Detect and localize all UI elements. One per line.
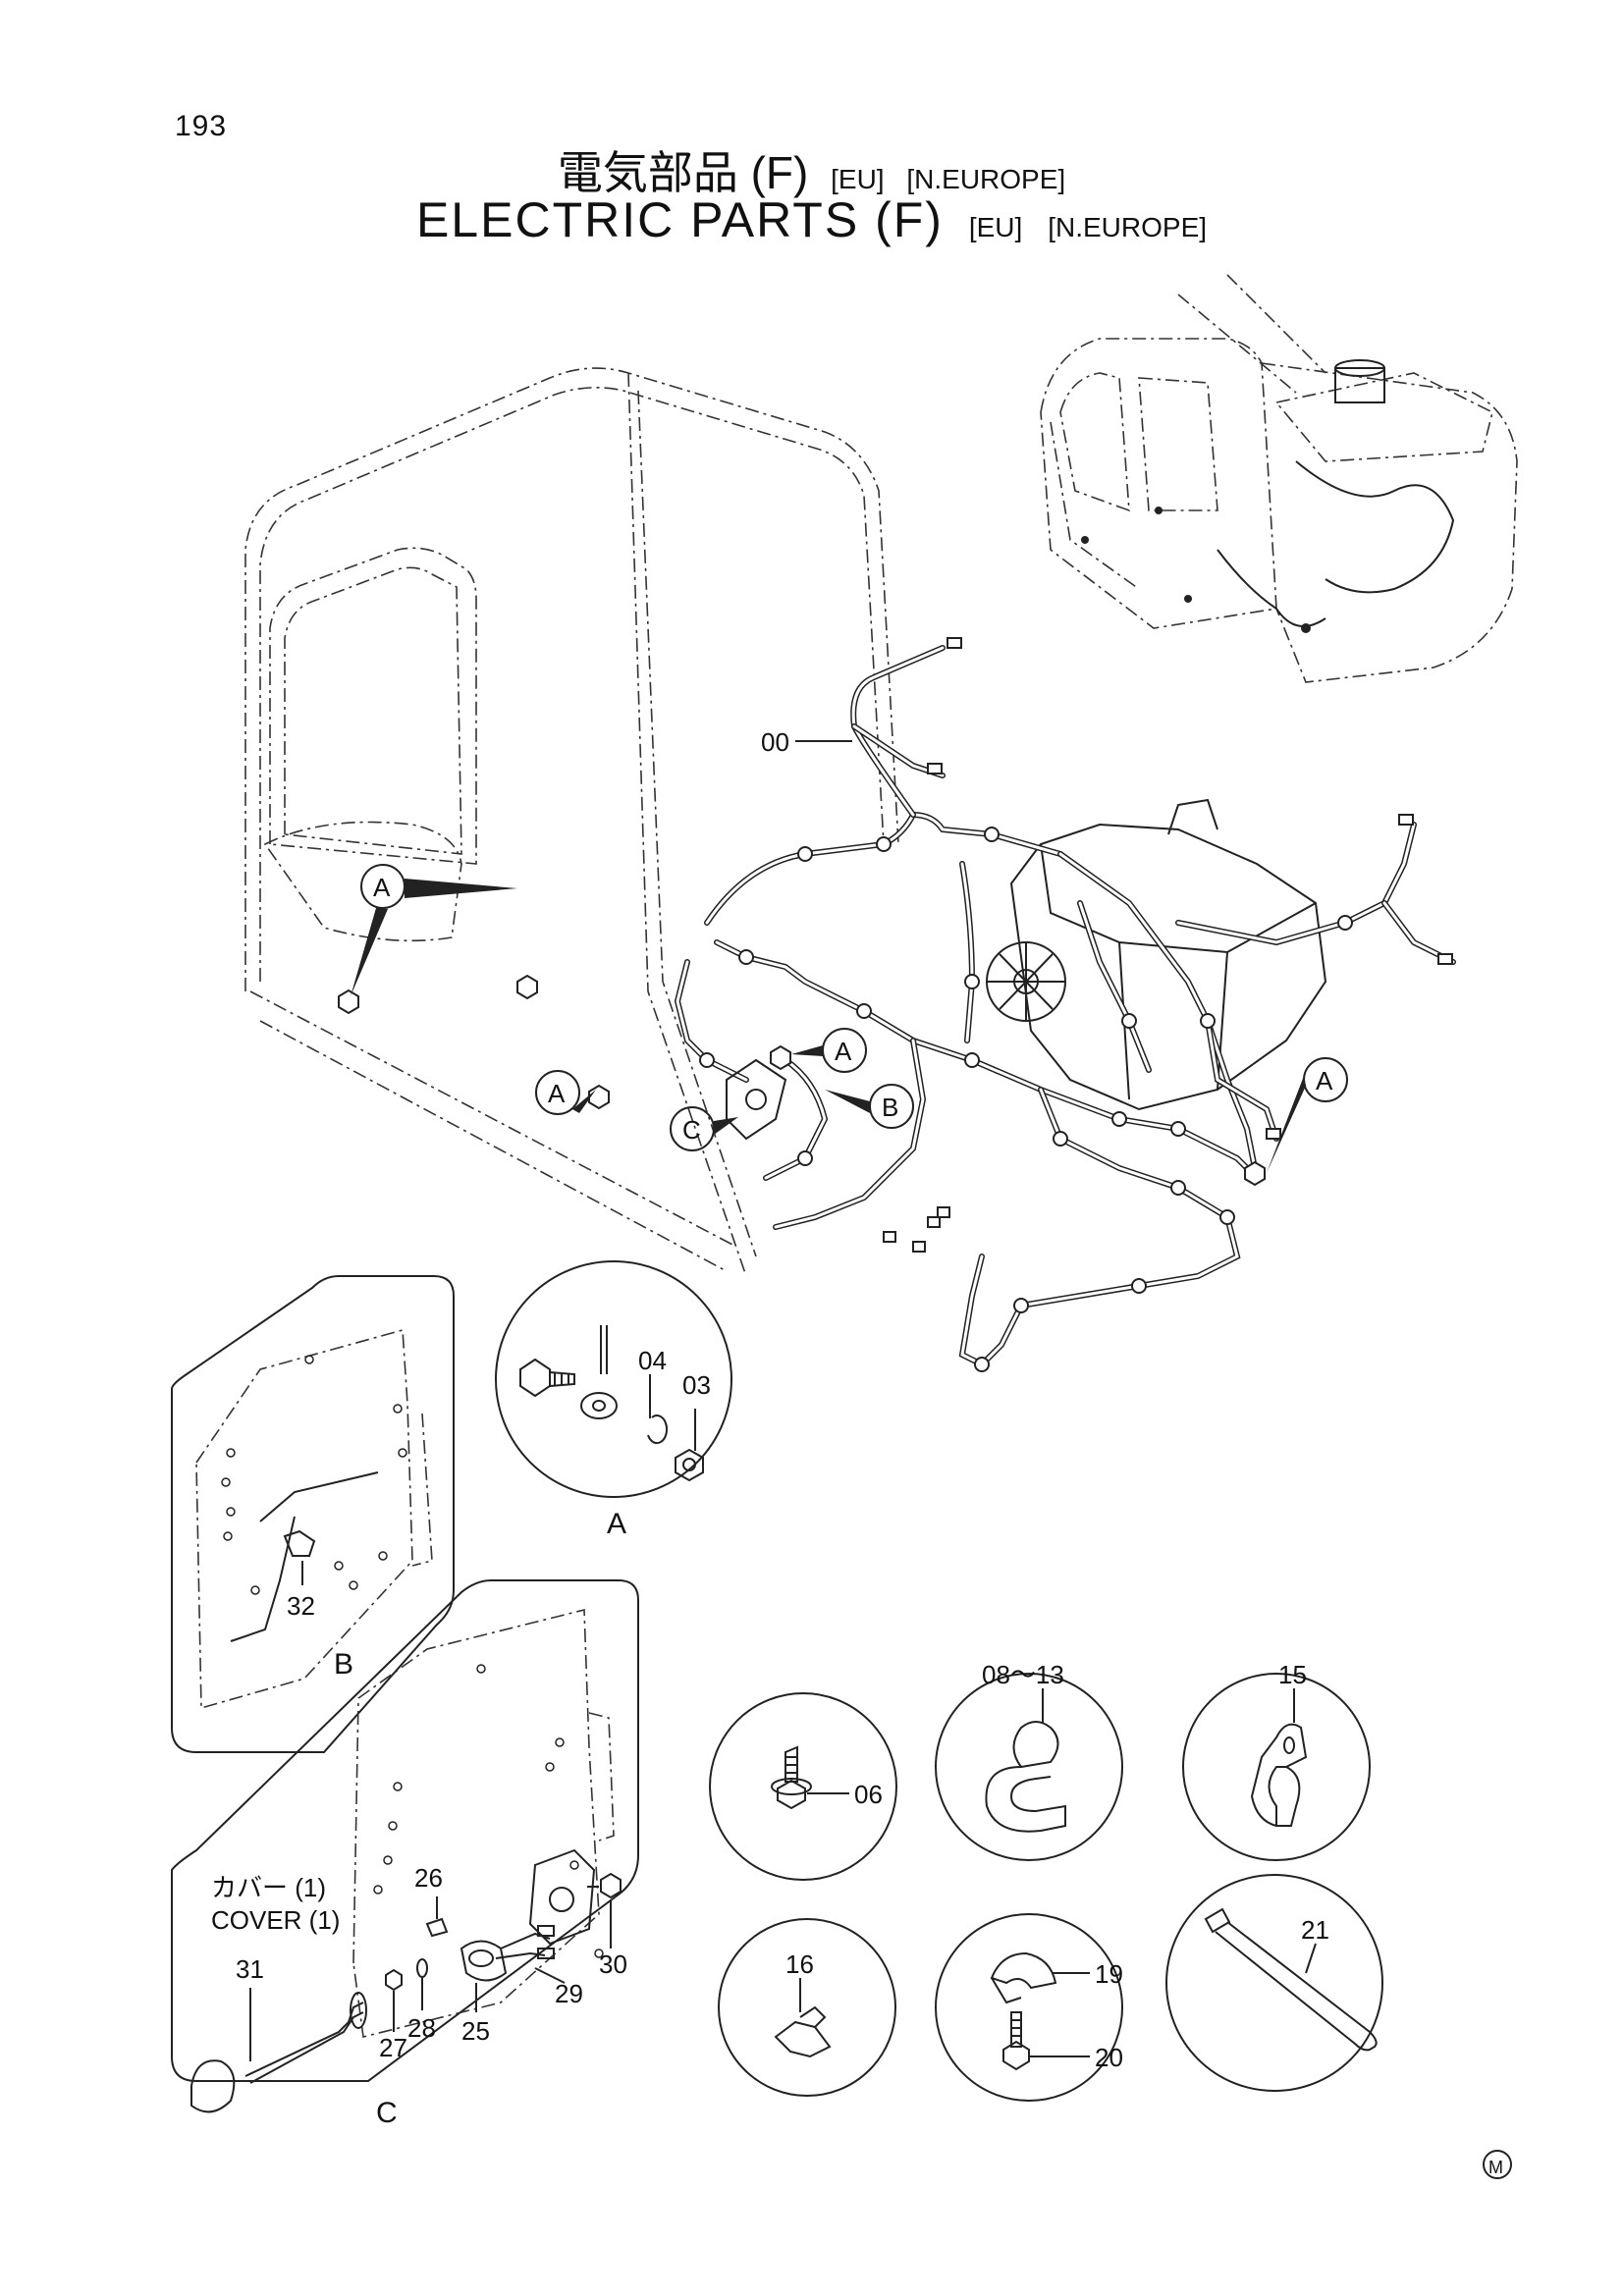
part-label-04: 04	[638, 1346, 667, 1375]
title-jp-text: 電気部品 (F)	[557, 147, 809, 198]
part-label-26: 26	[414, 1863, 443, 1893]
m-mark: M	[1483, 2150, 1512, 2179]
part-15-detail: 15	[1182, 1660, 1371, 1861]
part-label-19: 19	[1095, 1959, 1123, 1989]
cover-label-en: COVER (1)	[211, 1905, 340, 1935]
detail-c: 30 29 25 26 28 27 31 カバー (1) COVER (1) C	[171, 1579, 639, 2129]
callout-b-text: B	[882, 1093, 898, 1122]
detail-b: 32 B	[171, 1275, 455, 1753]
tag-n-europe-2: [N.EUROPE]	[1048, 212, 1208, 242]
cover-label-jp: カバー (1)	[211, 1873, 326, 1902]
part-label-29: 29	[555, 1979, 583, 2008]
part-16-detail: 16	[718, 1918, 896, 2097]
part-label-28: 28	[407, 2013, 436, 2043]
tag-eu-2: [EU]	[968, 212, 1023, 242]
title-japanese: 電気部品 (F) [EU] [N.EUROPE]	[0, 137, 1623, 202]
callout-a-3: A	[791, 1028, 867, 1073]
part-label-32: 32	[287, 1591, 315, 1621]
part-label-30: 30	[599, 1949, 627, 1979]
callout-a-1: A	[351, 864, 517, 996]
title-en-text: ELECTRIC PARTS (F)	[415, 192, 944, 247]
part-label-15: 15	[1278, 1660, 1307, 1689]
callout-c: C	[670, 1106, 738, 1151]
callout-a-2: A	[535, 1070, 596, 1115]
part-label-06: 06	[854, 1780, 883, 1809]
m-mark-text: M	[1488, 2158, 1503, 2177]
callout-a-3-text: A	[835, 1037, 852, 1066]
detail-a: 04 03 A	[495, 1260, 732, 1540]
part-label-25: 25	[461, 2016, 490, 2046]
title-english: ELECTRIC PARTS (F) [EU] [N.EUROPE]	[0, 191, 1623, 248]
part-19-20-detail: 19 20	[935, 1913, 1123, 2102]
detail-label-c: C	[376, 2097, 398, 2129]
part-21-detail: 21	[1165, 1874, 1383, 2092]
callout-a-4-text: A	[1316, 1066, 1333, 1095]
part-label-00: 00	[761, 727, 789, 757]
callout-b: B	[825, 1084, 914, 1129]
callout-a-2-text: A	[548, 1079, 566, 1108]
detail-label-b: B	[334, 1648, 353, 1681]
part-label-16: 16	[785, 1949, 814, 1979]
wire-harness-00	[338, 637, 1456, 1372]
cab-outline	[244, 367, 899, 1277]
callout-c-text: C	[682, 1115, 701, 1145]
tag-eu: [EU]	[831, 164, 885, 194]
callout-a-4: A	[1267, 1057, 1348, 1173]
part-label-31: 31	[236, 1954, 264, 1984]
part-label-20: 20	[1095, 2043, 1123, 2072]
part-label-21: 21	[1301, 1915, 1329, 1945]
callout-a-1-text: A	[373, 873, 391, 902]
part-label-27: 27	[379, 2033, 407, 2062]
page-number: 193	[175, 110, 228, 142]
part-06-detail: 06	[709, 1692, 897, 1881]
part-08-13-detail: 08～13	[935, 1660, 1123, 1861]
tag-n-europe: [N.EUROPE]	[906, 164, 1066, 194]
part-label-08-13: 08～13	[982, 1660, 1064, 1689]
part-label-03: 03	[682, 1370, 711, 1400]
machine-overview-sketch	[1040, 274, 1518, 683]
detail-label-a: A	[607, 1508, 626, 1540]
